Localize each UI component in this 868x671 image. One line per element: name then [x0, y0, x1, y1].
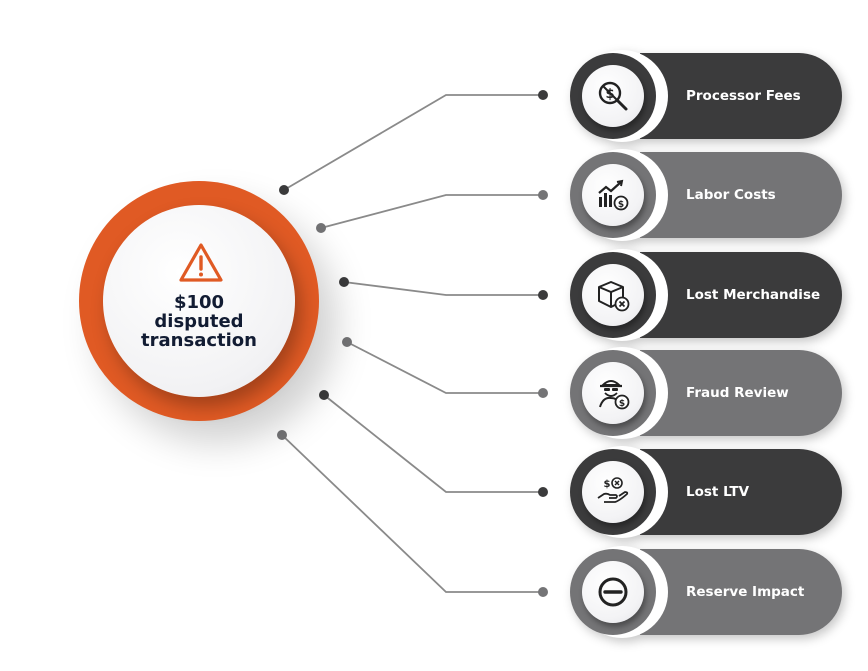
hand-dollar-cancel-icon: $	[597, 477, 629, 503]
cost-item-fraud-review: $ Fraud Review	[570, 347, 842, 439]
cost-item-labor-costs: $ Labor Costs	[570, 149, 842, 241]
icon-disc	[582, 264, 644, 326]
fraudster-dollar-icon: $	[599, 380, 630, 410]
connector-dot	[538, 587, 548, 597]
cost-item-reserve-impact: Reserve Impact	[570, 546, 842, 638]
connector-dot	[538, 90, 548, 100]
cost-item-lost-merchandise: Lost Merchandise	[570, 249, 842, 341]
cost-item-lost-ltv: $ Lost LTV	[570, 446, 842, 538]
icon-disc: $	[582, 164, 644, 226]
hub-title: $100 disputed transaction	[103, 293, 295, 350]
icon-disc: $	[582, 362, 644, 424]
cost-item-processor-fees: $ Processor Fees	[570, 50, 842, 142]
connector-dot	[316, 223, 326, 233]
icon-disc: $	[582, 461, 644, 523]
connector-3	[343, 281, 543, 296]
item-label: Labor Costs	[686, 187, 776, 203]
item-label: Lost LTV	[686, 484, 750, 500]
icon-disc	[582, 561, 644, 623]
connector-6	[281, 434, 543, 593]
connector-dot	[319, 390, 329, 400]
rising-chart-dollar-icon: $	[598, 179, 629, 211]
hub-amount: $100	[173, 292, 225, 313]
connector-dot	[538, 290, 548, 300]
connector-dot	[342, 337, 352, 347]
connector-4	[346, 341, 543, 394]
item-label: Reserve Impact	[686, 584, 805, 600]
svg-text:$: $	[605, 87, 614, 102]
connector-dot	[279, 185, 289, 195]
connector-1	[283, 94, 543, 191]
connector-dot	[538, 388, 548, 398]
hub-inner-disc: $100 disputed transaction	[103, 205, 295, 397]
warning-triangle-icon	[179, 243, 223, 282]
svg-text:$: $	[618, 200, 624, 210]
connector-dot	[339, 277, 349, 287]
minus-circle-icon	[598, 577, 628, 607]
hub-line-2: disputed	[154, 311, 244, 332]
hub-line-3: transaction	[141, 330, 257, 351]
item-label: Fraud Review	[686, 385, 789, 401]
item-label: Processor Fees	[686, 88, 801, 104]
item-label: Lost Merchandise	[686, 287, 821, 303]
hub-circle: $100 disputed transaction	[79, 181, 319, 421]
svg-text:$: $	[604, 479, 611, 490]
connector-dot	[277, 430, 287, 440]
connector-dot	[538, 190, 548, 200]
connector-2	[320, 194, 543, 229]
icon-disc: $	[582, 65, 644, 127]
connector-dot	[538, 487, 548, 497]
connector-5	[323, 394, 543, 493]
box-cancel-icon	[598, 281, 630, 312]
no-money-search-icon: $	[598, 81, 628, 111]
svg-text:$: $	[619, 399, 625, 409]
